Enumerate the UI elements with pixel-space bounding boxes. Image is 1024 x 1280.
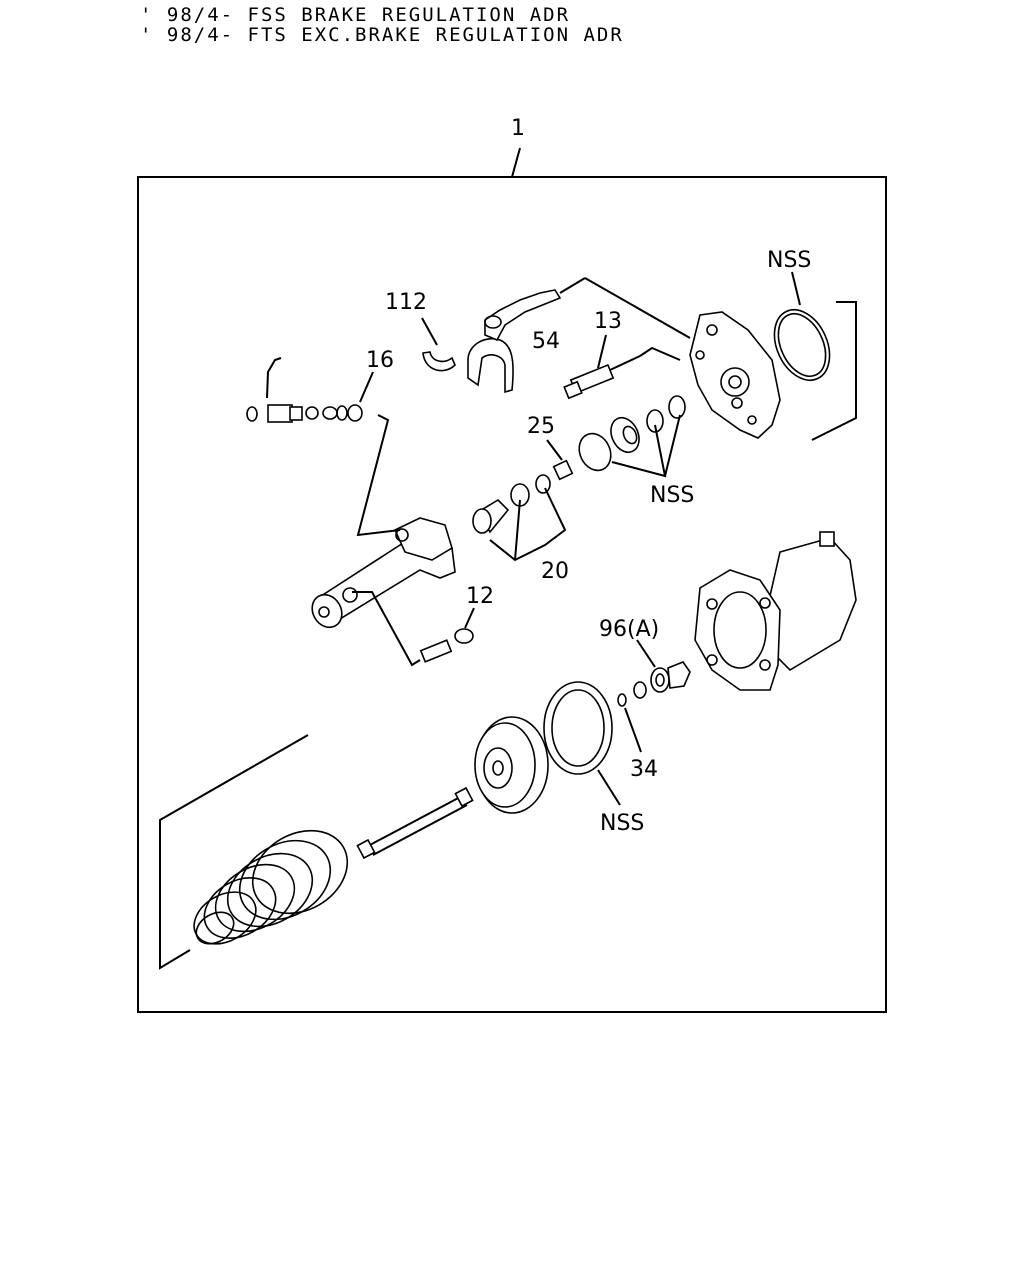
motor-housing [694,531,857,691]
o-ring-small [578,432,612,472]
leader-96a [636,639,656,668]
return-spring [193,829,349,945]
shift-fork [467,289,562,394]
leader-nss-mid-b [664,414,681,477]
callout-112: 112 [385,290,427,315]
callout-nss-mid: NSS [650,483,694,508]
callout-12: 12 [466,584,494,609]
header-line-1: ' 98/4- FSS BRAKE REGULATION ADR [140,4,571,26]
sensor-lead [639,346,681,361]
callout-34: 34 [630,757,658,782]
leader-12-link [352,591,421,667]
bushing-b [668,395,686,419]
o-ring-large-inner [777,313,827,377]
bracket-left-lower [159,734,309,970]
bleeder-screw [419,628,474,663]
callout-13: 13 [594,309,622,334]
clip [422,351,456,372]
leader-13 [597,334,607,369]
piston-parts [472,459,574,534]
leader-nss-top [791,271,801,306]
callout-nss-bottom: NSS [600,811,644,836]
callout-16: 16 [366,348,394,373]
callout-nss-top: NSS [767,248,811,273]
seal-ring-large [543,681,613,775]
leader-12 [464,607,475,629]
leader-25 [546,439,563,461]
callout-25: 25 [527,414,555,439]
leader-16 [359,371,374,403]
valve-housing [689,311,781,439]
callout-96a: 96(A) [599,617,659,642]
valve-stack [246,357,363,423]
bracket-right-upper [811,301,857,441]
diaphragm-plate [474,716,549,814]
leader-34 [624,707,642,753]
sensor [563,355,641,400]
callout-1: 1 [511,116,525,141]
seal-ring-large-inner [551,689,605,767]
leader-20 [489,487,567,562]
seal-disc-inner [622,425,638,445]
leader-20b [514,499,521,561]
fork-pin-line [559,277,586,294]
cylinder-body [311,517,456,629]
leader-16-link [356,414,401,537]
leader-nss-bottom [597,769,621,806]
leader-112 [421,317,438,346]
push-rod [356,786,474,860]
callout-54: 54 [532,329,560,354]
o-ring-large [773,309,831,381]
header-line-2: ' 98/4- FTS EXC.BRAKE REGULATION ADR [140,24,624,46]
callout-20: 20 [541,559,569,584]
bushing-a [646,409,664,433]
seal-disc [610,416,640,454]
leader-54-housing [584,277,691,339]
assembly-leader [511,147,521,178]
nut-washer [617,661,691,707]
